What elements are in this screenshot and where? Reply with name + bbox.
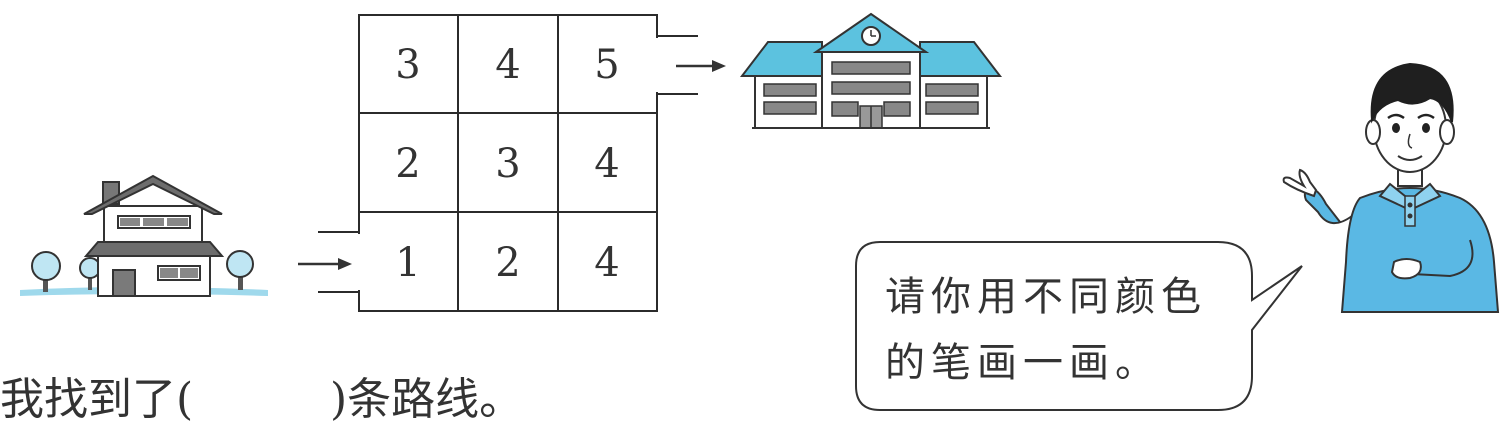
right-arrow-icon [676, 60, 726, 72]
question-suffix: )条路线。 [330, 374, 523, 422]
cell-r1-c1: 3 [395, 42, 420, 88]
tree-icon [32, 252, 100, 292]
bubble-line-2: 的笔画一画。 [885, 340, 1161, 386]
right-arrow-icon [298, 258, 352, 270]
tree-icon [227, 251, 253, 290]
boy-figure [1284, 64, 1498, 312]
grid-numbers: 3 4 5 2 3 4 1 2 4 [395, 42, 619, 286]
cell-r3-c3: 4 [594, 240, 619, 286]
cell-r2-c3: 4 [594, 141, 619, 187]
bubble-line-1: 请你用不同颜色 [885, 274, 1207, 320]
question-line: 我找到了( )条路线。 [0, 372, 523, 422]
house-icon [20, 176, 268, 296]
speech-bubble: 请你用不同颜色 的笔画一画。 [856, 242, 1302, 410]
question-prefix: 我找到了( [0, 374, 193, 422]
cell-r3-c2: 2 [495, 240, 520, 286]
cell-r3-c1: 1 [395, 240, 420, 286]
cell-r1-c3: 5 [594, 42, 619, 88]
school-icon [742, 14, 1000, 128]
cell-r1-c2: 4 [495, 42, 520, 88]
cell-r2-c1: 2 [395, 141, 420, 187]
cell-r2-c2: 3 [495, 141, 520, 187]
answer-blank[interactable] [226, 372, 326, 418]
